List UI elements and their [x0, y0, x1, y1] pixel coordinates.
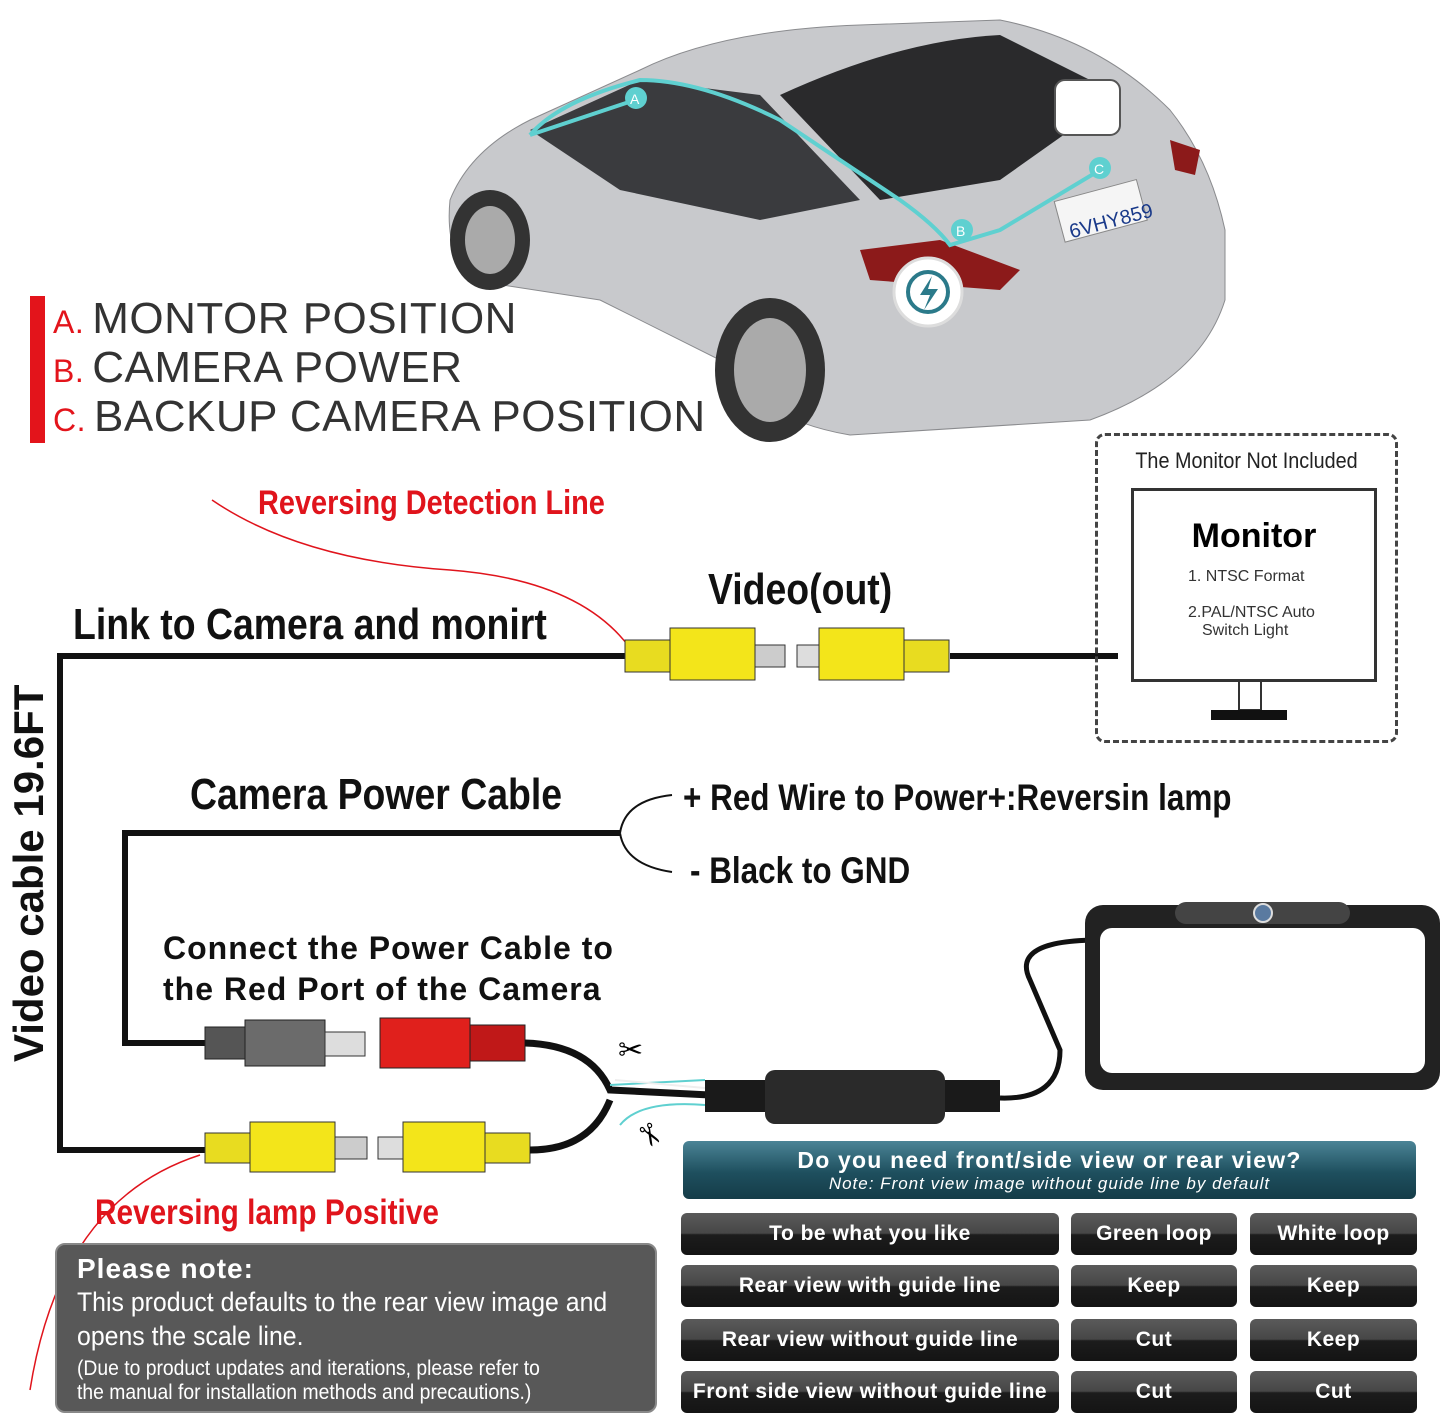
monitor-stand [1238, 679, 1262, 711]
question-note: Note: Front view image without guide lin… [828, 1174, 1271, 1193]
monitor-spec-1: 1. NTSC Format [1188, 568, 1305, 585]
table-cell: Keep [1250, 1265, 1417, 1307]
connect-instruction-1: Connect the Power Cable to [163, 930, 614, 966]
table-header-cell: To be what you like [681, 1213, 1059, 1255]
marker-b: B [956, 223, 965, 239]
power-port-red [379, 1017, 526, 1069]
table-cell: Rear view with guide line [681, 1265, 1059, 1307]
monitor-caption: The Monitor Not Included [1135, 448, 1358, 473]
marker-c: C [1094, 161, 1104, 177]
table-cell: Front side view without guide line [681, 1371, 1059, 1413]
rca-female-lamp [377, 1121, 531, 1173]
video-out-label: Video(out) [708, 565, 893, 614]
monitor-screen: Monitor 1. NTSC Format 2.PAL/NTSC Auto S… [1131, 488, 1377, 682]
video-cable-label: Video cable 19.6FT [5, 684, 52, 1062]
red-wire-label: + Red Wire to Power+:Reversin lamp [683, 777, 1232, 818]
question-text: Do you need front/side view or rear view… [797, 1147, 1302, 1173]
table-cell: Keep [1250, 1319, 1417, 1361]
table-cell: Cut [1250, 1371, 1417, 1413]
marker-a: A [630, 91, 640, 107]
camera-cable-module [705, 937, 1101, 1124]
note-line-2: opens the scale line. [77, 1321, 304, 1351]
note-line-1: This product defaults to the rear view i… [77, 1287, 608, 1317]
monitor-title: Monitor [1191, 517, 1317, 555]
black-gnd-label: - Black to GND [690, 850, 911, 891]
monitor-box: The Monitor Not Included Monitor 1. NTSC… [1095, 433, 1398, 743]
table-cell: Rear view without guide line [681, 1319, 1059, 1361]
scissors-icon: ✂ [618, 1034, 643, 1067]
rca-male-lamp [204, 1121, 368, 1173]
rca-male-video-out [624, 627, 786, 681]
monitor-spec-2: 2.PAL/NTSC Auto [1188, 604, 1315, 621]
table-header-cell: Green loop [1071, 1213, 1237, 1255]
position-legend: A.MONTOR POSITION B.CAMERA POWER C.BACKU… [30, 296, 706, 443]
view-question-header: Do you need front/side view or rear view… [683, 1141, 1416, 1199]
table-cell: Cut [1071, 1371, 1237, 1413]
monitor-spec-3: Switch Light [1202, 622, 1289, 639]
legend-item-b: B.CAMERA POWER [53, 343, 463, 392]
connect-instruction-2: the Red Port of the Camera [163, 971, 602, 1007]
monitor-base [1211, 710, 1287, 720]
reversing-lamp-label: Reversing lamp Positive [95, 1193, 439, 1232]
camera-power-cable-label: Camera Power Cable [190, 770, 563, 819]
note-line-3: (Due to product updates and iterations, … [77, 1357, 540, 1380]
please-note-box: Please note: This product defaults to th… [55, 1243, 657, 1413]
scissors-icon-2: ✂ [628, 1117, 669, 1155]
legend-item-a: A.MONTOR POSITION [53, 294, 517, 343]
power-plug-gray [204, 1019, 366, 1067]
table-header-cell: White loop [1250, 1213, 1417, 1255]
table-cell: Keep [1071, 1265, 1237, 1307]
license-plate-frame-camera [1085, 902, 1440, 1090]
legend-item-c: C.BACKUP CAMERA POSITION [53, 392, 706, 441]
car-illustration: 6VHY859 A B C [448, 19, 1226, 442]
reversing-detection-label: Reversing Detection Line [258, 484, 605, 522]
rca-female-video-out [796, 627, 950, 681]
link-camera-label: Link to Camera and monirt [73, 600, 547, 649]
note-line-4: the manual for installation methods and … [77, 1381, 532, 1404]
table-cell: Cut [1071, 1319, 1237, 1361]
note-heading: Please note: [77, 1253, 254, 1284]
